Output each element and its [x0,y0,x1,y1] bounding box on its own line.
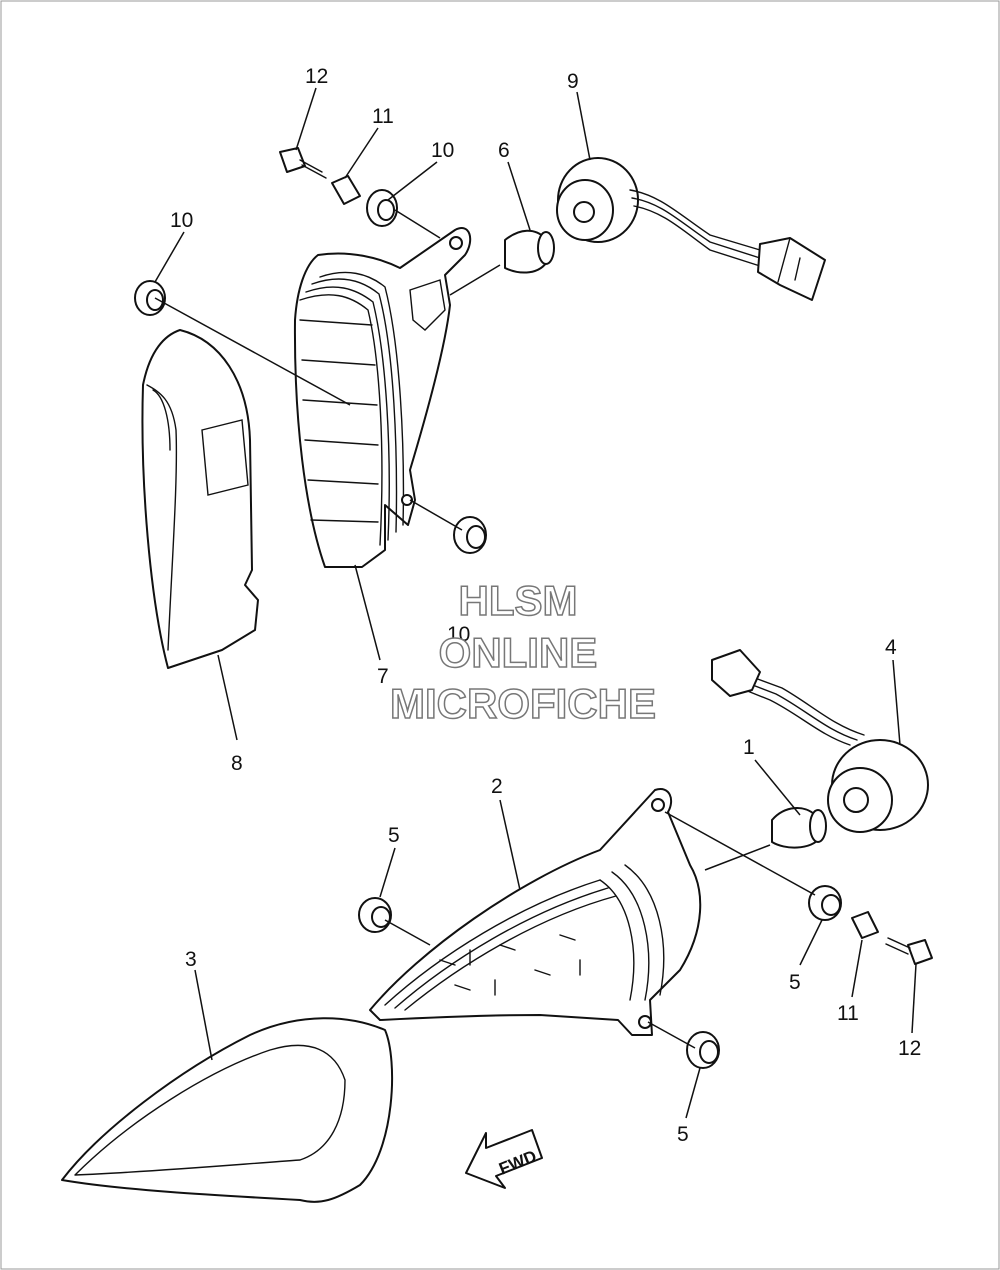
part-11-collar-lower [851,911,879,939]
part-6-bulb [504,229,555,274]
fwd-arrow-icon: FWD [465,1129,543,1189]
part-5-grommet-left [358,897,392,933]
callout-10-upper: 10 [431,139,454,162]
callout-5-right: 5 [789,971,801,994]
part-7-light-housing [293,227,472,568]
watermark-line-2: ONLINE [439,629,598,676]
callout-numbers: 12 11 10 6 9 10 10 7 8 4 1 2 5 5 11 12 3… [170,65,921,1146]
watermark-line-1: HLSM [459,577,578,624]
callout-10-left: 10 [170,209,193,232]
part-5-grommet-bottom [686,1031,720,1069]
callout-12-upper: 12 [305,65,328,88]
part-1-bulb [771,807,827,849]
callout-3: 3 [185,948,197,971]
callout-11-upper: 11 [372,105,394,128]
part-5-grommet-right [808,885,842,921]
callout-1: 1 [743,736,755,759]
part-4-bulb-socket [711,649,929,833]
callout-5-left: 5 [388,824,400,847]
part-10-grommet-upper [366,189,398,227]
part-11-collar-upper [331,175,361,205]
callout-6: 6 [498,139,510,162]
part-8-lens-cover [141,329,259,669]
callout-8: 8 [231,752,243,775]
part-3-lens-cover [61,1017,394,1203]
callout-5-bottom: 5 [677,1123,689,1146]
callout-11-lower: 11 [837,1002,859,1025]
watermark-line-3: MICROFICHE [390,680,656,727]
part-12-screw-lower [885,937,933,965]
watermark: HLSM ONLINE MICROFICHE [389,576,657,728]
part-2-light-housing [369,788,702,1036]
part-10-grommet-left [134,280,166,316]
callout-4: 4 [885,636,897,659]
part-9-bulb-socket [556,157,826,301]
leader-lines [154,87,917,1119]
callout-10-middle: 10 [447,623,470,646]
part-12-screw-upper [279,147,327,179]
callout-7: 7 [377,665,389,688]
callout-2: 2 [491,775,503,798]
callout-9: 9 [567,70,579,93]
part-10-grommet-middle [453,516,487,554]
callout-12-lower: 12 [898,1037,921,1060]
